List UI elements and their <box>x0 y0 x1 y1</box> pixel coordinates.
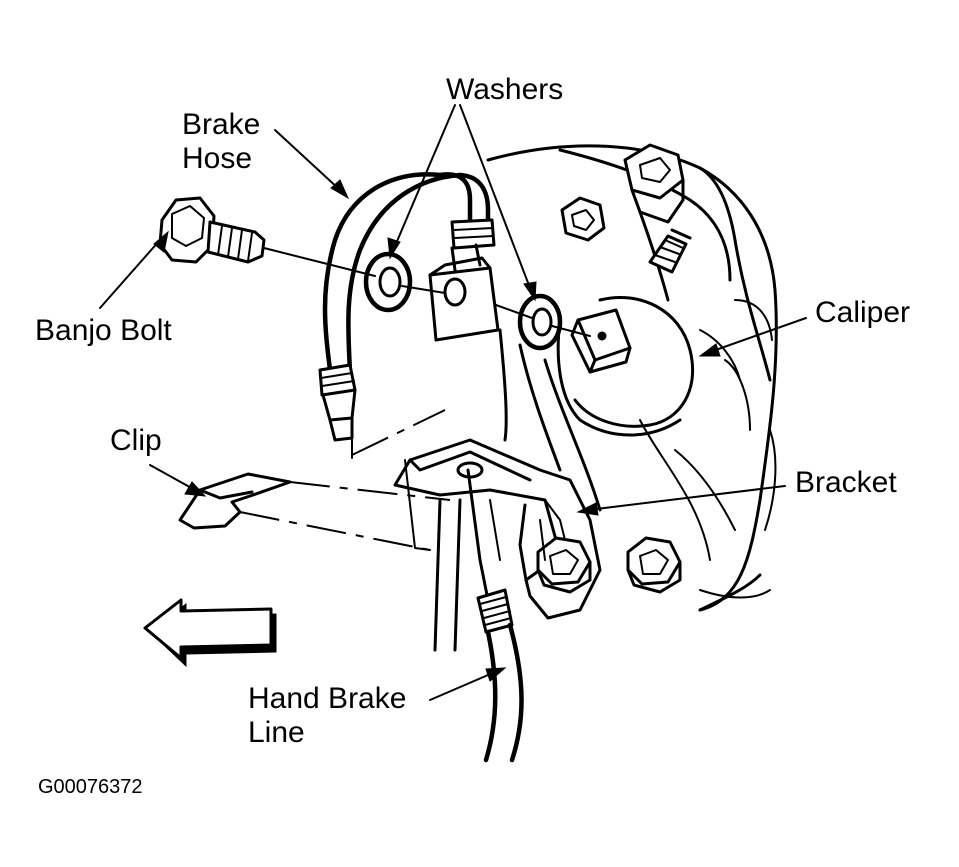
leaders <box>99 104 807 701</box>
knuckle-line-2 <box>518 343 562 472</box>
caliper-bolt-left <box>560 196 606 242</box>
label-brake-hose-line2: Hose <box>182 142 252 175</box>
label-caliper: Caliper <box>815 296 910 329</box>
knuckle-line-7 <box>699 589 771 599</box>
knuckle-line-1 <box>498 328 508 442</box>
caliper-body <box>486 144 778 612</box>
clip-path-line-3 <box>351 409 446 456</box>
label-brake-hose-line1: Brake <box>182 108 260 141</box>
knuckle-line-4 <box>433 498 442 652</box>
washer-right <box>517 293 563 351</box>
caliper-fitting <box>570 308 632 374</box>
caliper-bolt-top <box>623 143 685 302</box>
brake-hose <box>318 172 496 442</box>
bracket-bolt-right <box>626 536 682 594</box>
bolt-axis-line-4 <box>551 325 591 337</box>
knuckle-line-5 <box>453 498 462 652</box>
bleeder-screw <box>648 228 692 274</box>
bolt-axis-line <box>263 247 376 277</box>
clip-path-line-2 <box>239 511 431 551</box>
banjo-bolt <box>158 196 266 264</box>
bolt-axis-line-3 <box>495 304 533 319</box>
label-hand-brake-line2: Line <box>248 716 305 749</box>
knuckle-line-6 <box>489 499 546 561</box>
left-arrow-icon <box>143 598 277 668</box>
label-clip: Clip <box>110 424 162 457</box>
clip-path-line-1 <box>289 481 451 501</box>
clip-path-line-4 <box>404 459 431 551</box>
label-hand-brake-line1: Hand Brake <box>248 682 406 715</box>
bolt-axis-line-2 <box>401 285 446 294</box>
washer-left <box>363 251 413 313</box>
knuckle-line-3 <box>543 358 602 512</box>
label-washers: Washers <box>446 73 563 106</box>
label-bracket: Bracket <box>795 466 897 499</box>
label-banjo-bolt: Banjo Bolt <box>35 314 172 347</box>
clip <box>178 472 292 530</box>
figure-code: G00076372 <box>38 776 143 798</box>
hand-brake-line <box>466 468 524 763</box>
bracket-bolt-left <box>536 536 592 594</box>
